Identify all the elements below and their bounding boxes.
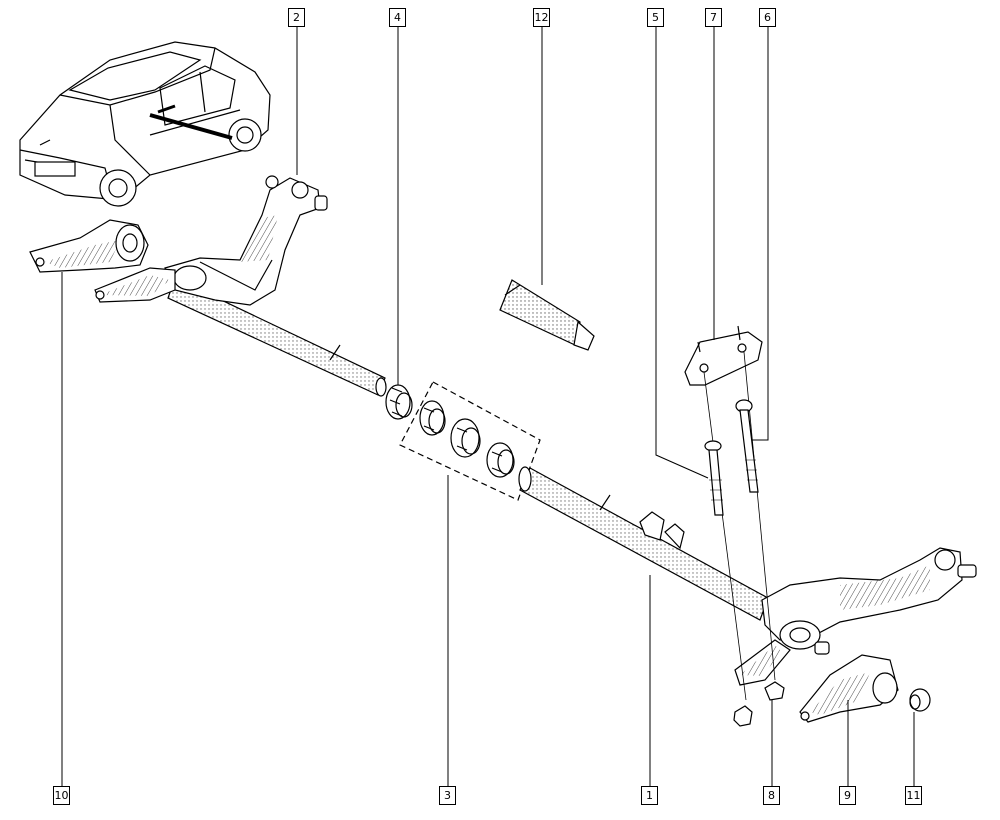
bush-part-4 xyxy=(385,384,413,420)
callout-10: 10 xyxy=(53,786,70,805)
callout-2: 2 xyxy=(288,8,305,27)
mounting-bracket-right xyxy=(799,654,899,723)
callout-7: 7 xyxy=(705,8,722,27)
bush-kit-part-3 xyxy=(399,381,541,501)
bolt-part-5 xyxy=(703,371,747,701)
nut-part-8 xyxy=(733,681,785,727)
callout-6: 6 xyxy=(759,8,776,27)
callout-1: 1 xyxy=(641,786,658,805)
callout-12: 12 xyxy=(533,8,550,27)
callout-5: 5 xyxy=(647,8,664,27)
plate-part-7 xyxy=(684,325,763,386)
cap-part-11 xyxy=(909,688,931,712)
callout-4: 4 xyxy=(389,8,406,27)
callout-3: 3 xyxy=(439,786,456,805)
mounting-bracket-left xyxy=(29,219,149,273)
bolt-part-6 xyxy=(735,351,776,681)
left-trailing-arm xyxy=(94,175,328,306)
axle-tube-right xyxy=(518,466,769,621)
callout-8: 8 xyxy=(763,786,780,805)
callout-11: 11 xyxy=(905,786,922,805)
callout-9: 9 xyxy=(839,786,856,805)
leader-lines xyxy=(61,26,915,786)
vehicle-location-illustration xyxy=(19,41,271,207)
right-trailing-arm xyxy=(734,547,977,686)
grease-tube-part-12 xyxy=(499,279,595,351)
